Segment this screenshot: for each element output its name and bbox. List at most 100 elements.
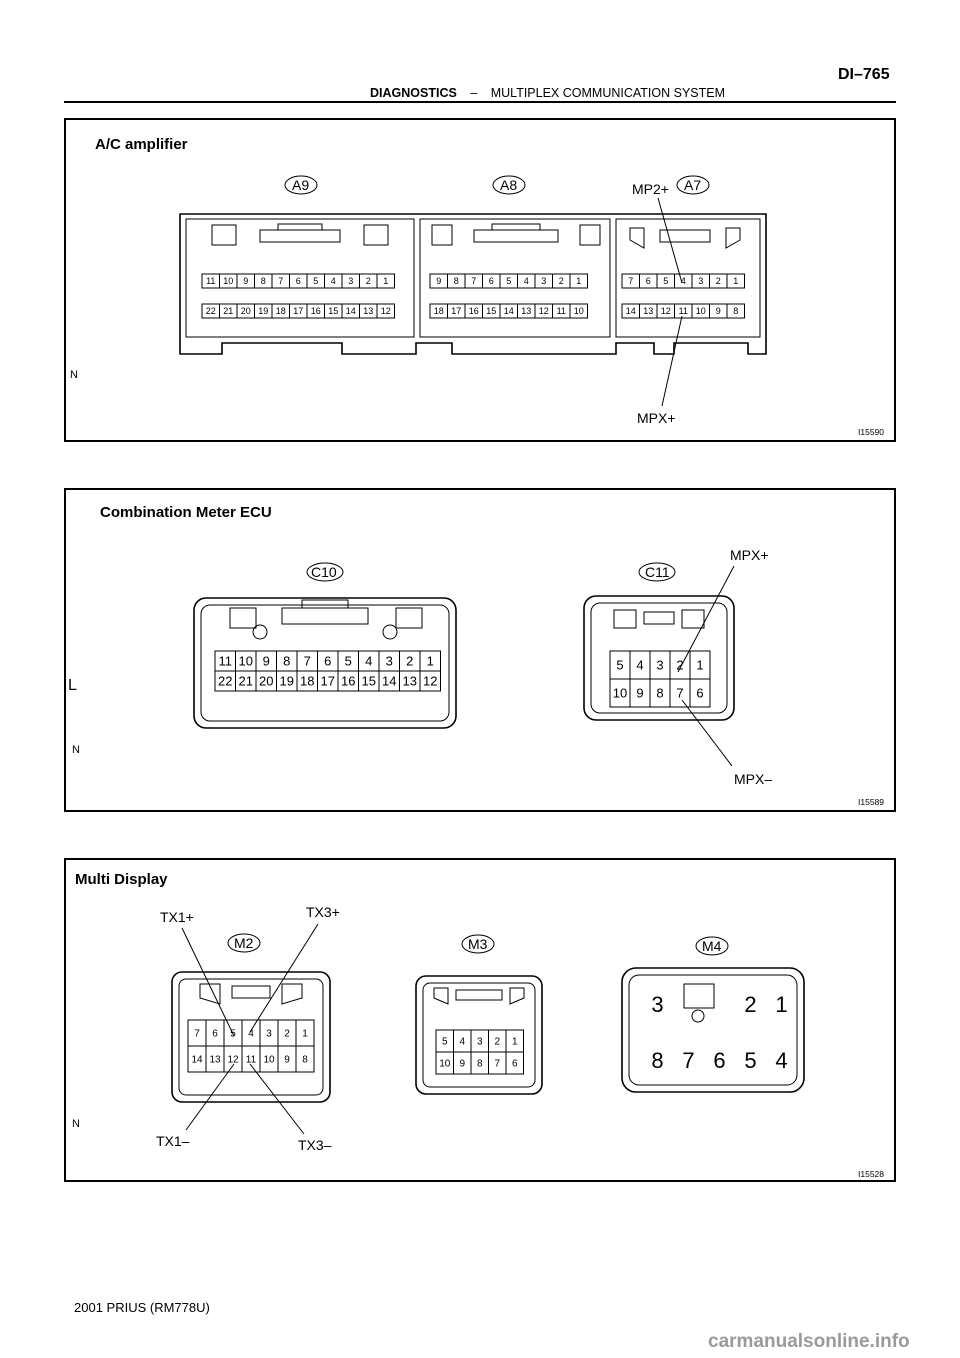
terminal-number: 9: [436, 276, 441, 286]
leader-mpx-plus: [677, 565, 735, 673]
terminal-number: 5: [313, 276, 318, 286]
terminal-number: 7: [494, 1059, 500, 1070]
terminal-number: 1: [733, 276, 738, 286]
orientation-mark: N: [72, 1118, 80, 1130]
callout-mpx-minus: MPX–: [734, 771, 772, 787]
terminal-number: 2: [494, 1037, 500, 1048]
terminal-number: 2: [406, 654, 413, 669]
callout-tx3-minus: TX3–: [298, 1137, 332, 1153]
terminal-number: 22: [218, 674, 232, 689]
terminal-number: 4: [636, 658, 643, 673]
terminal-number: 12: [227, 1055, 239, 1066]
terminal-number: 8: [261, 276, 266, 286]
terminal-number: 9: [243, 276, 248, 286]
terminal-number: 9: [459, 1059, 465, 1070]
terminal-number: 4: [775, 1048, 787, 1073]
watermark: carmanualsonline.info: [708, 1331, 910, 1352]
terminal-number: 7: [194, 1029, 200, 1040]
callout-mp2-plus: MP2+: [632, 181, 669, 197]
terminal-number: 8: [656, 686, 663, 701]
terminal-number: 8: [477, 1059, 483, 1070]
terminal-number: 8: [733, 306, 738, 316]
terminal-number: 7: [278, 276, 283, 286]
terminal-number: 13: [209, 1055, 221, 1066]
terminal-number: 2: [716, 276, 721, 286]
terminal-cell: [569, 273, 588, 289]
terminal-number: 11: [557, 306, 566, 316]
callout-mpx-plus: MPX+: [637, 410, 676, 426]
panel-title: Multi Display: [75, 871, 168, 888]
terminal-number: 7: [682, 1048, 694, 1073]
connector-label: M3: [468, 936, 488, 952]
terminal-number: 4: [248, 1029, 254, 1040]
terminal-number: 14: [191, 1055, 203, 1066]
panel-title: A/C amplifier: [95, 136, 188, 153]
terminal-number: 1: [576, 276, 581, 286]
terminal-number: 11: [679, 306, 688, 316]
terminal-number: 12: [661, 306, 671, 316]
terminal-number: 9: [263, 654, 270, 669]
leader-mpx-plus: [661, 315, 683, 407]
terminal-number: 13: [403, 674, 417, 689]
terminal-number: 7: [471, 276, 476, 286]
terminal-number: 15: [362, 674, 376, 689]
terminal-number: 10: [613, 686, 627, 701]
terminal-number: 10: [439, 1059, 451, 1070]
terminal-number: 17: [451, 306, 461, 316]
side-mark: L: [68, 677, 77, 694]
terminal-number: 6: [646, 276, 651, 286]
terminal-number: 12: [539, 306, 549, 316]
figure-id: I15589: [858, 797, 884, 807]
leader-tx1-minus: [185, 1063, 235, 1131]
connector-label: C11: [645, 564, 670, 580]
connector-label: A8: [500, 177, 517, 193]
terminal-number: 1: [427, 654, 434, 669]
terminal-number: 11: [206, 276, 215, 286]
connector-label: M2: [234, 935, 254, 951]
terminal-number: 6: [512, 1059, 518, 1070]
figure-id: I15528: [858, 1169, 884, 1179]
terminal-number: 6: [296, 276, 301, 286]
terminal-cell: [419, 670, 441, 692]
terminal-number: 8: [283, 654, 290, 669]
panel-title: Combination Meter ECU: [100, 504, 272, 521]
terminal-number: 10: [696, 306, 706, 316]
terminal-cell: [726, 273, 745, 289]
terminal-number: 18: [434, 306, 444, 316]
terminal-number: 15: [328, 306, 338, 316]
terminal-number: 5: [744, 1048, 756, 1073]
terminal-number: 3: [477, 1037, 483, 1048]
panel-multi-display: Multi Display I15528 N M2 76543211413121…: [64, 858, 896, 1182]
terminal-number: 21: [223, 306, 233, 316]
terminal-number: 4: [365, 654, 372, 669]
terminal-number: 6: [713, 1048, 725, 1073]
orientation-mark: N: [72, 744, 80, 756]
leader-mpx-minus: [681, 699, 733, 767]
terminal-number: 8: [454, 276, 459, 286]
section-name: DIAGNOSTICS: [370, 86, 457, 100]
terminal-number: 6: [489, 276, 494, 286]
terminal-number: 1: [383, 276, 388, 286]
terminal-number: 5: [506, 276, 511, 286]
terminal-number: 7: [676, 686, 683, 701]
terminal-number: 2: [559, 276, 564, 286]
connector-label: M4: [702, 938, 722, 954]
terminal-cell: [726, 303, 745, 319]
terminal-number: 3: [541, 276, 546, 286]
terminal-number: 16: [469, 306, 479, 316]
connector-label: A9: [292, 177, 309, 193]
terminal-number: 20: [259, 674, 273, 689]
terminal-number: 11: [246, 1055, 257, 1066]
terminal-number: 18: [300, 674, 314, 689]
terminal-number: 4: [681, 276, 686, 286]
terminal-number: 4: [524, 276, 529, 286]
terminal-number: 5: [663, 276, 668, 286]
terminal-number: 6: [324, 654, 331, 669]
